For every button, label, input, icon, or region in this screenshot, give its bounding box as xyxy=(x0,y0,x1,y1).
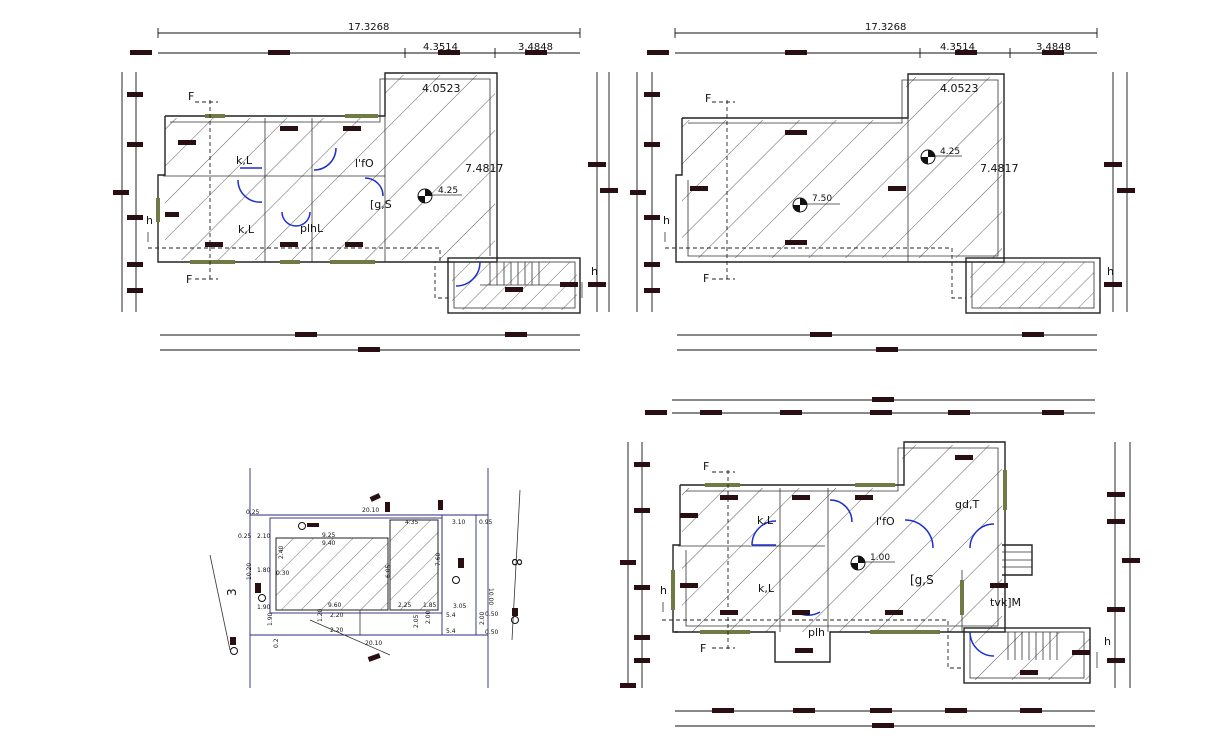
plan4-arrow-left: h xyxy=(660,584,667,597)
site-label-33: 0.2 xyxy=(273,638,280,648)
plan2-section-bottom: F xyxy=(703,272,709,285)
plan4-room-1: k,L xyxy=(757,514,774,527)
plan1-room-1: k,L xyxy=(236,154,253,167)
plan1-room-2: l'fO xyxy=(355,157,374,170)
site-label-10: 10.20 xyxy=(246,563,253,580)
plan2-bottom-dimensions xyxy=(677,332,1097,352)
plan1-bottom-dimensions xyxy=(160,332,580,352)
plan1-block-depth: 7.4817 xyxy=(465,162,504,175)
plan1-block-width: 4.0523 xyxy=(422,82,461,95)
plan1-right-dimensions xyxy=(588,72,618,312)
plan1-section-bottom: F xyxy=(186,273,192,286)
plan2-level-marker-block: 4.25 xyxy=(920,147,962,165)
site-label-14: 6.05 xyxy=(385,564,392,578)
plan4-level-label: 1.00 xyxy=(870,553,890,563)
plan4-arrow-right: h xyxy=(1104,635,1111,648)
plan2-level-block: 4.25 xyxy=(940,147,960,157)
site-label-20: 3.05 xyxy=(453,603,467,610)
plan2-seg-a-dim: 4.3514 xyxy=(940,42,975,53)
plan4-level-marker: 1.00 xyxy=(850,553,895,571)
plan1-top-dimensions: 17.3268 4.3514 3.4848 xyxy=(130,22,581,58)
plan1-seg-a-dim: 4.3514 xyxy=(423,42,458,53)
plan2-level-marker-main: 7.50 xyxy=(792,194,840,213)
site-label-26: 2.05 xyxy=(413,614,420,628)
site-label-1: 0.25 xyxy=(246,509,260,516)
plan1-room-3: k,L xyxy=(238,223,255,236)
site-label-15: 7.60 xyxy=(435,552,442,566)
plan4-top-dimensions xyxy=(645,397,1095,415)
site-label-27: 2.00 xyxy=(425,610,432,624)
plan4-room-6: plh xyxy=(808,626,825,639)
plan2-level-main: 7.50 xyxy=(812,194,832,204)
plan4-room-3: gd,T xyxy=(955,498,979,511)
plan1-room-5: [g,S xyxy=(370,198,392,211)
site-side-right: 8 xyxy=(508,558,523,566)
site-label-7: 2.10 xyxy=(257,533,271,540)
site-label-32: 0.50 xyxy=(485,629,499,636)
plan2-left-dimensions xyxy=(630,72,660,312)
plan1-stairs xyxy=(480,262,575,286)
site-label-24: 2.20 xyxy=(330,612,344,619)
site-label-13: 0.30 xyxy=(276,570,290,577)
site-label-17: 9.60 xyxy=(328,602,342,609)
plan1-level-label: 4.25 xyxy=(438,186,458,196)
site-label-3: 4.35 xyxy=(405,519,419,526)
site-label-30: 2.00 xyxy=(479,611,486,625)
plan1-arrow-right: h xyxy=(591,265,598,278)
plan1-level-marker: 4.25 xyxy=(417,186,462,204)
plan4-right-dimensions xyxy=(1107,442,1140,688)
site-label-25: 2.20 xyxy=(330,627,344,634)
floor-plan-1: 17.3268 4.3514 3.4848 xyxy=(113,22,618,352)
plan4-room-7: tvk]M xyxy=(990,596,1021,609)
plan1-left-dimensions xyxy=(113,72,143,312)
site-label-2: 20.10 xyxy=(362,507,379,514)
plan2-right-dimensions xyxy=(1104,72,1135,312)
plan2-overall-dim: 17.3268 xyxy=(865,22,906,33)
plan2-block-depth: 7.4817 xyxy=(980,162,1019,175)
site-label-28: 5.4 xyxy=(446,612,456,619)
site-label-18: 2.25 xyxy=(398,602,412,609)
plan2-seg-b-dim: 3.4848 xyxy=(1036,42,1071,53)
site-label-4: 3.10 xyxy=(452,519,466,526)
plan4-room-5: [g,S xyxy=(910,573,934,587)
plan4-room-2: l'fO xyxy=(876,515,895,528)
plan1-overall-dim: 17.3268 xyxy=(348,22,389,33)
plan2-arrow-left: h xyxy=(663,214,670,227)
plan1-seg-b-dim: 3.4848 xyxy=(518,42,553,53)
site-label-19: 1.85 xyxy=(423,602,437,609)
site-label-22: 1.90 xyxy=(267,612,274,626)
plan4-section-top: F xyxy=(703,460,709,473)
site-label-5: 0.95 xyxy=(479,519,493,526)
plan2-arrow-right: h xyxy=(1107,265,1114,278)
plan2-section-top: F xyxy=(705,92,711,105)
plan2-top-dimensions: 17.3268 4.3514 3.4848 xyxy=(647,22,1098,58)
site-label-31: 0.50 xyxy=(485,611,499,618)
site-label-16: 1.90 xyxy=(257,604,271,611)
site-label-12: 1.80 xyxy=(257,567,271,574)
site-label-34: 20.10 xyxy=(365,640,382,647)
plan1-section-top: F xyxy=(188,90,194,103)
site-label-23: 1.20 xyxy=(317,608,324,622)
site-plan: 3 8 0.25 20.10 4.35 3.10 0.95 0.25 2.10 … xyxy=(209,468,523,688)
plan4-bottom-dimensions xyxy=(675,708,1095,728)
site-label-9: 9.40 xyxy=(322,540,336,547)
floor-plan-2: 17.3268 4.3514 3.4848 xyxy=(630,22,1135,352)
floor-plan-4: 1.00 k,L l'fO gd,T k,L [g,S plh tvk]M F … xyxy=(620,397,1140,728)
plan4-stairs xyxy=(1002,551,1058,660)
plan2-block-width: 4.0523 xyxy=(940,82,979,95)
site-label-6: 0.25 xyxy=(238,533,252,540)
site-label-29: 5.4 xyxy=(446,628,456,635)
plan4-left-dimensions xyxy=(620,442,650,688)
plan4-room-4: k,L xyxy=(758,582,775,595)
site-label-11: 2.40 xyxy=(278,545,285,559)
site-side-left: 3 xyxy=(225,588,239,596)
plan1-room-4: plhL xyxy=(300,222,324,235)
site-label-8: 9.25 xyxy=(322,532,336,539)
site-label-21: 10.00 xyxy=(487,588,494,605)
plan4-section-bottom: F xyxy=(700,642,706,655)
plan1-arrow-left: h xyxy=(146,214,153,227)
